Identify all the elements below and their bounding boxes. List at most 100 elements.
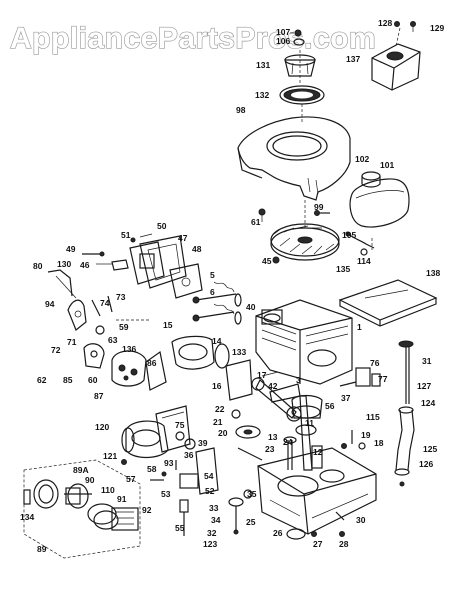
engine-block-1-part (255, 299, 353, 385)
callout-45: 45 (262, 256, 272, 266)
callout-134: 134 (20, 512, 34, 522)
callout-110: 110 (101, 485, 115, 495)
callout-60: 60 (88, 375, 98, 385)
callout-30: 30 (356, 515, 366, 525)
callout-133: 133 (232, 347, 246, 357)
callout-27: 27 (313, 539, 323, 549)
callout-71: 71 (67, 337, 77, 347)
screen-132-part (279, 50, 325, 122)
callout-126: 126 (419, 459, 433, 469)
clamp-114-part (360, 238, 373, 256)
callout-86: 86 (147, 358, 157, 368)
callout-1: 1 (357, 322, 362, 332)
callout-120: 120 (95, 422, 109, 432)
callout-128: 128 (378, 18, 392, 28)
callout-125: 125 (423, 444, 437, 454)
callout-87: 87 (94, 391, 104, 401)
callout-130: 130 (57, 259, 71, 269)
callout-123: 123 (203, 539, 217, 549)
callout-94: 94 (45, 299, 55, 309)
callout-51: 51 (121, 230, 131, 240)
crankshaft-11-part (291, 394, 323, 471)
callout-13: 13 (268, 432, 278, 442)
callout-77: 77 (378, 374, 388, 384)
screw-129-part (410, 21, 416, 32)
callout-124: 124 (421, 398, 435, 408)
fuel-tank-101-part (349, 178, 410, 228)
callout-63: 63 (108, 335, 118, 345)
callout-28: 28 (339, 539, 349, 549)
callout-80: 80 (33, 261, 43, 271)
callout-23: 23 (265, 444, 275, 454)
drain-parts (286, 511, 345, 540)
callout-138: 138 (426, 268, 440, 278)
parts-36-93-121 (121, 438, 196, 470)
callout-137: 137 (346, 54, 360, 64)
callout-5: 5 (210, 270, 215, 280)
callout-52: 52 (205, 486, 215, 496)
callout-40: 40 (246, 302, 256, 312)
callout-25: 25 (246, 517, 256, 527)
callout-59: 59 (119, 322, 129, 332)
callout-6: 6 (210, 287, 215, 297)
callout-115: 115 (366, 412, 380, 422)
callout-35: 35 (247, 489, 257, 499)
callout-99: 99 (314, 202, 324, 212)
flywheel-135-part (270, 200, 340, 261)
callout-56: 56 (325, 401, 335, 411)
callout-58: 58 (147, 464, 157, 474)
callout-47: 47 (178, 233, 188, 243)
callout-92: 92 (142, 505, 152, 515)
air-filter-box-89-part (23, 459, 141, 559)
callout-16: 16 (212, 381, 222, 391)
callout-107: 107 (276, 27, 290, 37)
muffler-133-part (171, 335, 253, 401)
valve-5-6-part (192, 281, 242, 325)
connecting-rod-22-part (251, 377, 302, 422)
callout-132: 132 (255, 90, 269, 100)
callout-135: 135 (336, 264, 350, 274)
callout-48: 48 (192, 244, 202, 254)
callout-91: 91 (117, 494, 127, 504)
callout-61: 61 (251, 217, 261, 227)
plate-48-part (169, 263, 203, 299)
callout-55: 55 (175, 523, 185, 533)
screw-61-part (258, 208, 266, 222)
parts-49-46-51-part (82, 237, 136, 271)
nut-128-part (394, 21, 400, 27)
callout-3: 3 (296, 375, 301, 385)
callout-18: 18 (374, 438, 384, 448)
callout-labels: 128 129 107 106 137 131 132 98 102 101 9… (20, 18, 444, 554)
parts-21-20-19-18 (231, 409, 366, 450)
callout-50: 50 (157, 221, 167, 231)
callout-36: 36 (184, 450, 194, 460)
callout-39: 39 (198, 438, 208, 448)
callout-15: 15 (163, 320, 173, 330)
screw-99-part (314, 210, 330, 216)
callout-93: 93 (164, 458, 174, 468)
callout-12: 12 (313, 447, 323, 457)
callout-37: 37 (341, 393, 351, 403)
callout-75: 75 (175, 420, 185, 430)
callout-129: 129 (430, 23, 444, 33)
callout-21: 21 (213, 417, 223, 427)
callout-102: 102 (355, 154, 369, 164)
breather-assembly-part (150, 447, 219, 536)
gasket-47-part (139, 235, 187, 289)
nut-45-part (272, 256, 280, 264)
governor-linkage-part (67, 295, 150, 335)
callout-73: 73 (116, 292, 126, 302)
callout-22: 22 (215, 404, 225, 414)
governor-136-part (83, 343, 167, 391)
callout-114: 114 (357, 256, 371, 266)
callout-20: 20 (218, 428, 228, 438)
callout-42: 42 (268, 381, 278, 391)
callout-62: 62 (37, 375, 47, 385)
callout-11: 11 (305, 418, 314, 428)
callout-33: 33 (209, 503, 219, 513)
sump-25-part (257, 447, 377, 535)
bracket-75-39-part (155, 405, 191, 453)
camshaft-24-part (283, 436, 297, 470)
callout-49: 49 (66, 244, 76, 254)
callout-54: 54 (204, 471, 214, 481)
